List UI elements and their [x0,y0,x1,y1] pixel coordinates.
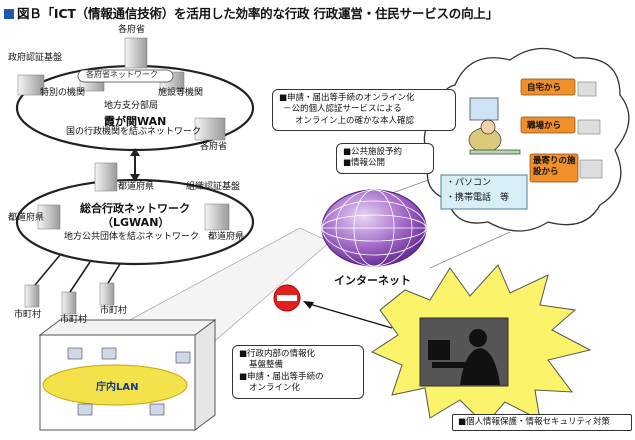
lan-notes-box: ■行政内部の情報化 基盤整備 ■申請・届出等手続の オンライン化 [232,345,364,399]
lan-label: 庁内LAN [96,382,139,393]
security-measures-box: ■個人情報保護・情報セキュリティ対策 [452,414,632,432]
device-pc-label: ・パソコン [446,178,492,188]
kasumigaseki-wan-name: 霞が関WAN [104,115,167,128]
access-tag-home: 自宅から [527,83,562,93]
lgwan-description: 地方公共団体を結ぶネットワーク [64,232,200,242]
ministry-top-label: 各府省 [118,25,146,35]
attacker-figure [428,329,500,385]
government-certification-label: 政府認証基盤 [8,53,63,63]
lan-note-line: ■行政内部の情報化 [239,349,316,359]
online-box-line: ■申請・届出等手続のオンライン化 [279,93,415,103]
branch-bureau-label: 地方支分部局 [104,101,159,111]
ministry-network-label: 各府省ネットワーク [86,70,158,79]
online-box-line: －公的個人認証サービスによる [283,104,402,115]
access-tag-workplace: 職場から [527,121,562,131]
figure-title: 図Ｂ「ICT（情報通信技術）を活用した効率的な行政 行政運営・住民サービスの向上… [4,3,498,22]
lan-note-line: オンライン化 [249,383,301,394]
service-box-line: ■公共施設予約 [343,147,403,157]
lan-note-line: ■申請・届出等手続の [239,371,324,382]
organization-certification-label: 組織認証基盤 [186,182,241,192]
municipality-label: 市町村 [14,310,42,320]
online-procedure-box: ■申請・届出等手続のオンライン化 －公的個人認証サービスによる オンライン上の確… [272,89,456,132]
prefecture-left-label: 都道府県 [8,213,45,223]
public-service-box: ■公共施設予約 ■情報公開 [336,143,434,174]
kasumigaseki-wan-description: 国の行政機関を結ぶネットワーク [66,127,202,137]
municipality-label: 市町村 [100,306,128,316]
lgwan-name-line2: （LGWAN） [102,216,170,229]
figure-title-text: 図Ｂ「ICT（情報通信技術）を活用した効率的な行政 行政運営・住民サービスの向上… [17,6,499,21]
device-mobile-label: ・携帯電話 等 [446,193,510,203]
ministry-bottom-label: 各府省 [200,142,228,152]
special-organ-label: 特別の機関 [40,88,86,98]
lgwan-name-line1: 総合行政ネットワーク [80,202,190,215]
prefecture-top-label: 都道府県 [118,182,155,192]
facility-organ-label: 施設等機関 [158,88,204,98]
online-box-line: オンライン上の確かな本人確認 [295,115,415,126]
internet-label: インターネット [334,274,411,287]
user-at-pc-figure [468,97,521,155]
lan-disc [42,364,188,406]
title-square-icon [4,9,14,19]
service-box-line: ■情報公開 [343,158,386,169]
lan-note-line: 基盤整備 [249,360,284,371]
lan-pc-icons [67,347,191,416]
access-tag-nearby-facility: 最寄りの施設から [533,156,576,178]
prefecture-right-label: 都道府県 [208,232,245,242]
municipality-label: 市町村 [60,315,88,325]
internet-globe [321,189,427,267]
